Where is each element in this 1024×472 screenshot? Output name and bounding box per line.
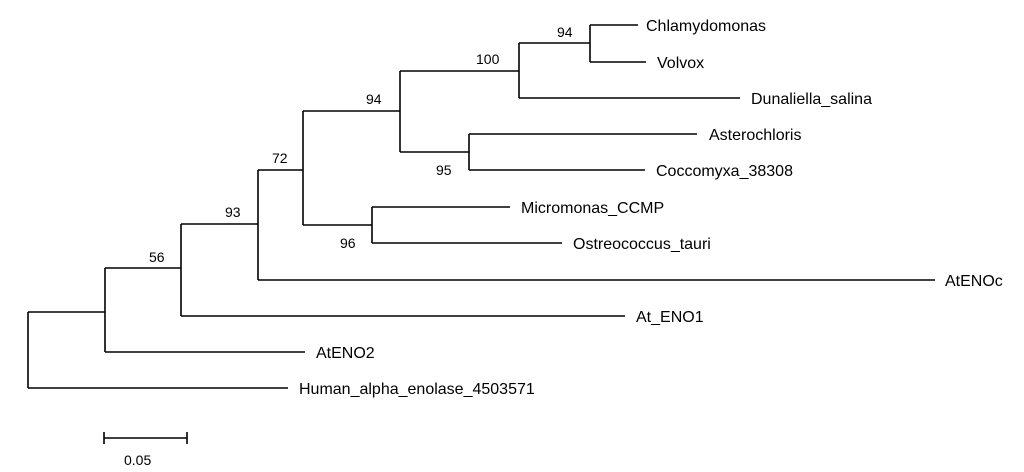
leaf-label-micromonas: Micromonas_CCMP [521, 200, 664, 217]
leaf-label-volvox: Volvox [657, 55, 704, 72]
scale-bar-label: 0.05 [124, 452, 151, 468]
bootstrap-chlamy-volvox: 94 [557, 24, 573, 40]
leaf-label-ostreococcus: Ostreococcus_tauri [573, 236, 711, 253]
leaf-label-dunaliella: Dunaliella_salina [751, 91, 872, 108]
leaf-label-asterochloris: Asterochloris [709, 127, 801, 144]
leaf-label-at-eno1: At_ENO1 [636, 309, 704, 326]
bootstrap-core-chlorophyta: 94 [366, 91, 382, 107]
scale-bar: 0.05 [103, 432, 188, 468]
leaf-label-chlamydomonas: Chlamydomonas [646, 18, 766, 35]
bootstrap-volvocales: 100 [476, 51, 500, 67]
leaf-label-atenoc: AtENOc [945, 273, 1003, 290]
bootstrap-chlorophyta: 72 [272, 150, 288, 166]
bootstrap-prasinophytes: 96 [340, 235, 356, 251]
leaf-label-ateno2: AtENO2 [316, 345, 375, 362]
bootstrap-with-ateno1: 56 [149, 249, 165, 265]
leaf-label-coccomyxa: Coccomyxa_38308 [656, 163, 793, 180]
bootstrap-with-atenoc: 93 [225, 204, 241, 220]
leaf-label-human: Human_alpha_enolase_4503571 [299, 381, 535, 398]
bootstrap-trebouxiophyceae: 95 [436, 162, 452, 178]
